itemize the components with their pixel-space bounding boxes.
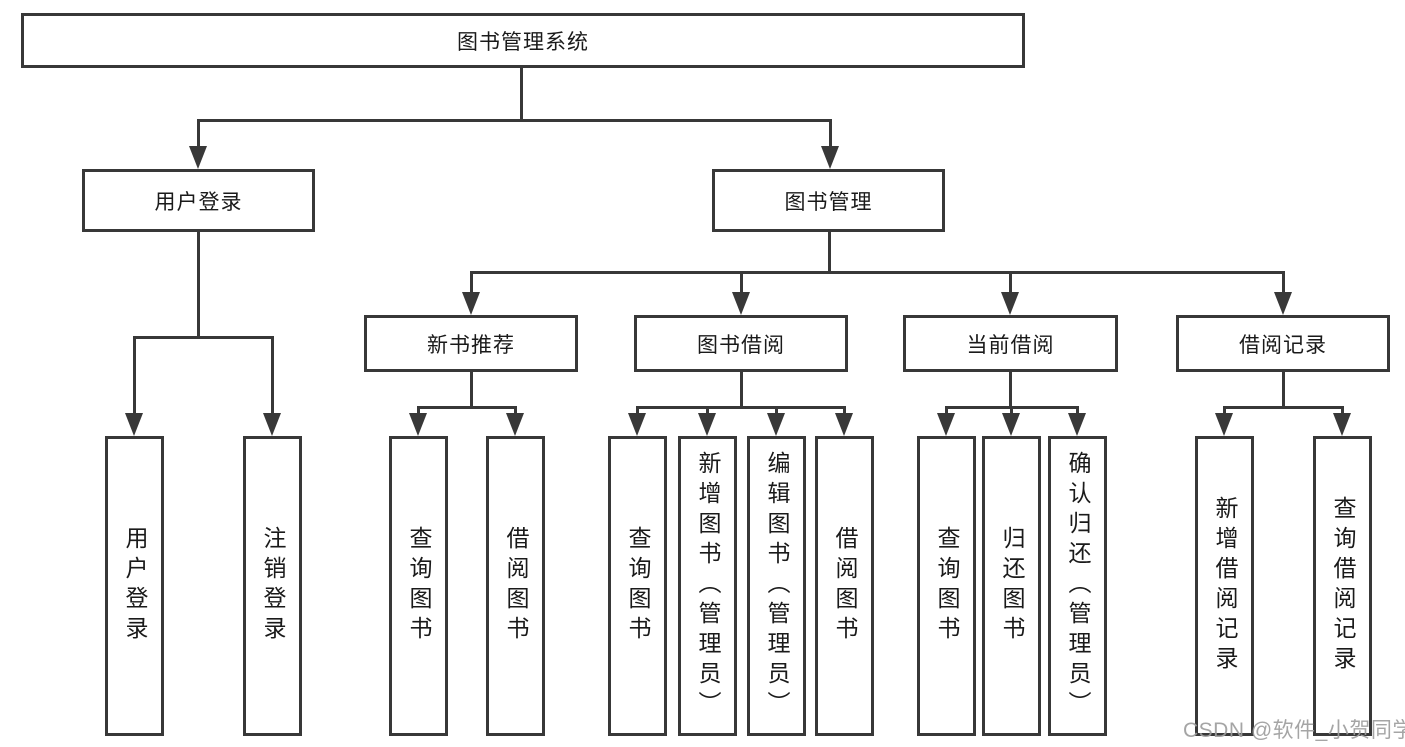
node-label: 编辑图书（管理员） bbox=[764, 451, 790, 721]
arrowhead-down-icon bbox=[767, 413, 785, 436]
connector-line bbox=[133, 336, 136, 415]
node-new-book-recommend: 新书推荐 bbox=[364, 315, 578, 372]
connector-line bbox=[197, 119, 831, 122]
arrowhead-down-icon bbox=[821, 146, 839, 169]
node-book-management: 图书管理 bbox=[712, 169, 945, 232]
arrowhead-down-icon bbox=[732, 292, 750, 315]
connector-line bbox=[1223, 406, 1226, 416]
connector-line bbox=[417, 406, 420, 416]
leaf-add-borrow-record: 新增借阅记录 bbox=[1195, 436, 1254, 736]
node-label: 确认归还（管理员） bbox=[1065, 451, 1091, 721]
leaf-query-book-2: 查询图书 bbox=[608, 436, 667, 736]
arrowhead-down-icon bbox=[1002, 413, 1020, 436]
node-label: 查询借阅记录 bbox=[1330, 496, 1356, 676]
connector-line bbox=[1282, 372, 1285, 409]
arrowhead-down-icon bbox=[698, 413, 716, 436]
node-label: 当前借阅 bbox=[966, 333, 1055, 357]
node-label: 用户登录 bbox=[154, 190, 243, 214]
arrowhead-down-icon bbox=[125, 413, 143, 436]
leaf-borrow-book-2: 借阅图书 bbox=[815, 436, 874, 736]
connector-line bbox=[470, 271, 473, 294]
node-label: 图书借阅 bbox=[697, 333, 785, 357]
leaf-user-login: 用户登录 bbox=[105, 436, 164, 736]
arrowhead-down-icon bbox=[1274, 292, 1292, 315]
connector-line bbox=[740, 271, 743, 294]
arrowhead-down-icon bbox=[263, 413, 281, 436]
arrowhead-down-icon bbox=[409, 413, 427, 436]
connector-line bbox=[829, 119, 832, 148]
leaf-confirm-return-admin: 确认归还（管理员） bbox=[1048, 436, 1107, 736]
leaf-return-book: 归还图书 bbox=[982, 436, 1041, 736]
node-book-borrow: 图书借阅 bbox=[634, 315, 848, 372]
node-label: 图书管理 bbox=[784, 190, 873, 214]
connector-line bbox=[1223, 406, 1343, 409]
arrowhead-down-icon bbox=[835, 413, 853, 436]
arrowhead-down-icon bbox=[1333, 413, 1351, 436]
node-label: 图书管理系统 bbox=[457, 30, 589, 54]
node-label: 新书推荐 bbox=[427, 333, 515, 357]
connector-line bbox=[740, 372, 743, 409]
connector-line bbox=[775, 406, 778, 416]
node-label: 注销登录 bbox=[260, 526, 286, 646]
arrowhead-down-icon bbox=[506, 413, 524, 436]
node-root: 图书管理系统 bbox=[21, 13, 1025, 68]
arrowhead-down-icon bbox=[628, 413, 646, 436]
connector-line bbox=[1341, 406, 1344, 416]
connector-line bbox=[197, 119, 200, 148]
leaf-query-book-1: 查询图书 bbox=[389, 436, 448, 736]
arrowhead-down-icon bbox=[1068, 413, 1086, 436]
arrowhead-down-icon bbox=[937, 413, 955, 436]
connector-line bbox=[520, 68, 523, 120]
connector-line bbox=[1010, 406, 1013, 416]
node-label: 用户登录 bbox=[122, 526, 148, 646]
connector-line bbox=[197, 232, 200, 337]
connector-line bbox=[843, 406, 846, 416]
node-current-borrow: 当前借阅 bbox=[903, 315, 1118, 372]
node-label: 归还图书 bbox=[999, 526, 1025, 646]
connector-line bbox=[1076, 406, 1079, 416]
arrowhead-down-icon bbox=[189, 146, 207, 169]
connector-line bbox=[636, 406, 639, 416]
connector-line bbox=[470, 271, 1284, 274]
leaf-add-book-admin: 新增图书（管理员） bbox=[678, 436, 737, 736]
arrowhead-down-icon bbox=[1001, 292, 1019, 315]
connector-line bbox=[1282, 271, 1285, 294]
csdn-watermark: CSDN @软件_小贺同学 bbox=[1183, 719, 1405, 742]
leaf-edit-book-admin: 编辑图书（管理员） bbox=[747, 436, 806, 736]
node-label: 新增借阅记录 bbox=[1212, 496, 1238, 676]
node-label: 查询图书 bbox=[625, 526, 651, 646]
connector-line bbox=[417, 406, 517, 409]
node-borrow-records: 借阅记录 bbox=[1176, 315, 1390, 372]
node-label: 查询图书 bbox=[934, 526, 960, 646]
leaf-query-borrow-record: 查询借阅记录 bbox=[1313, 436, 1372, 736]
connector-line bbox=[1009, 372, 1012, 409]
leaf-logout: 注销登录 bbox=[243, 436, 302, 736]
leaf-query-book-3: 查询图书 bbox=[917, 436, 976, 736]
node-label: 借阅图书 bbox=[503, 526, 529, 646]
connector-line bbox=[514, 406, 517, 416]
node-label: 查询图书 bbox=[406, 526, 432, 646]
node-label: 新增图书（管理员） bbox=[695, 451, 721, 721]
connector-line bbox=[828, 232, 831, 272]
connector-line bbox=[1009, 271, 1012, 294]
node-label: 借阅图书 bbox=[832, 526, 858, 646]
leaf-borrow-book-1: 借阅图书 bbox=[486, 436, 545, 736]
connector-line bbox=[271, 336, 274, 415]
arrowhead-down-icon bbox=[462, 292, 480, 315]
connector-line bbox=[470, 372, 473, 409]
node-user-login: 用户登录 bbox=[82, 169, 315, 232]
node-label: 借阅记录 bbox=[1239, 333, 1327, 357]
connector-line bbox=[706, 406, 709, 416]
arrowhead-down-icon bbox=[1215, 413, 1233, 436]
connector-line bbox=[945, 406, 948, 416]
connector-line bbox=[133, 336, 273, 339]
connector-line bbox=[636, 406, 845, 409]
